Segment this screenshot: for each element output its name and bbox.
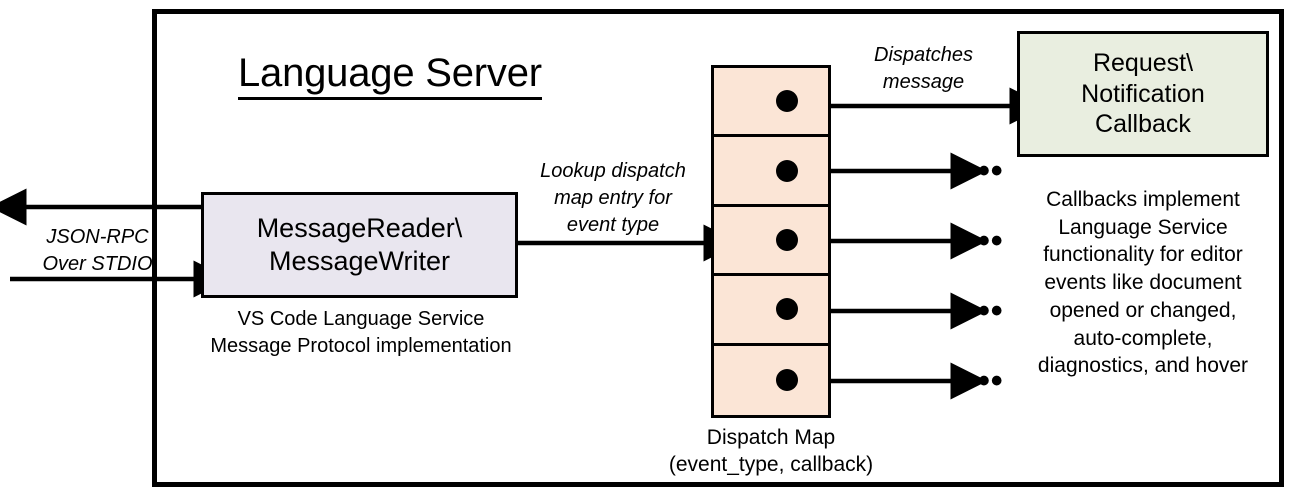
callback-dot-icon — [776, 228, 798, 251]
dispatch-map-caption: Dispatch Map (event_type, callback) — [668, 426, 874, 477]
dispatch-map-row-5[interactable] — [714, 346, 828, 415]
callback-dot-icon — [776, 298, 798, 321]
page-title-text: Language Server — [238, 51, 542, 100]
dispatch-map-table[interactable] — [711, 65, 831, 418]
dispatches-message-label: Dispatches message — [874, 44, 973, 93]
lookup-dispatch-label: Lookup dispatch map entry for event type — [540, 160, 686, 236]
page-title: Language Server — [238, 50, 568, 100]
dispatch-map-row-1[interactable] — [714, 68, 828, 138]
dispatch-map-row-4[interactable] — [714, 276, 828, 346]
dispatch-map-row-2[interactable] — [714, 137, 828, 207]
request-notification-callback-box[interactable]: Request\ Notification Callback — [1017, 31, 1269, 157]
message-reader-writer-box[interactable]: MessageReader\ MessageWriter — [201, 192, 518, 298]
request-notification-callback-label: Request\ Notification Callback — [1081, 49, 1205, 139]
message-reader-writer-caption: VS Code Language Service Message Protoco… — [210, 308, 512, 357]
callback-description-text: Callbacks implement Language Service fun… — [1037, 188, 1249, 378]
message-reader-writer-label: MessageReader\ MessageWriter — [256, 213, 463, 276]
callback-dot-icon — [776, 159, 798, 182]
callback-dot-icon — [776, 90, 798, 113]
dispatch-map-row-3[interactable] — [714, 207, 828, 277]
callback-dot-icon — [776, 369, 798, 392]
jsonrpc-transport-label: JSON-RPC Over STDIO — [42, 226, 153, 275]
